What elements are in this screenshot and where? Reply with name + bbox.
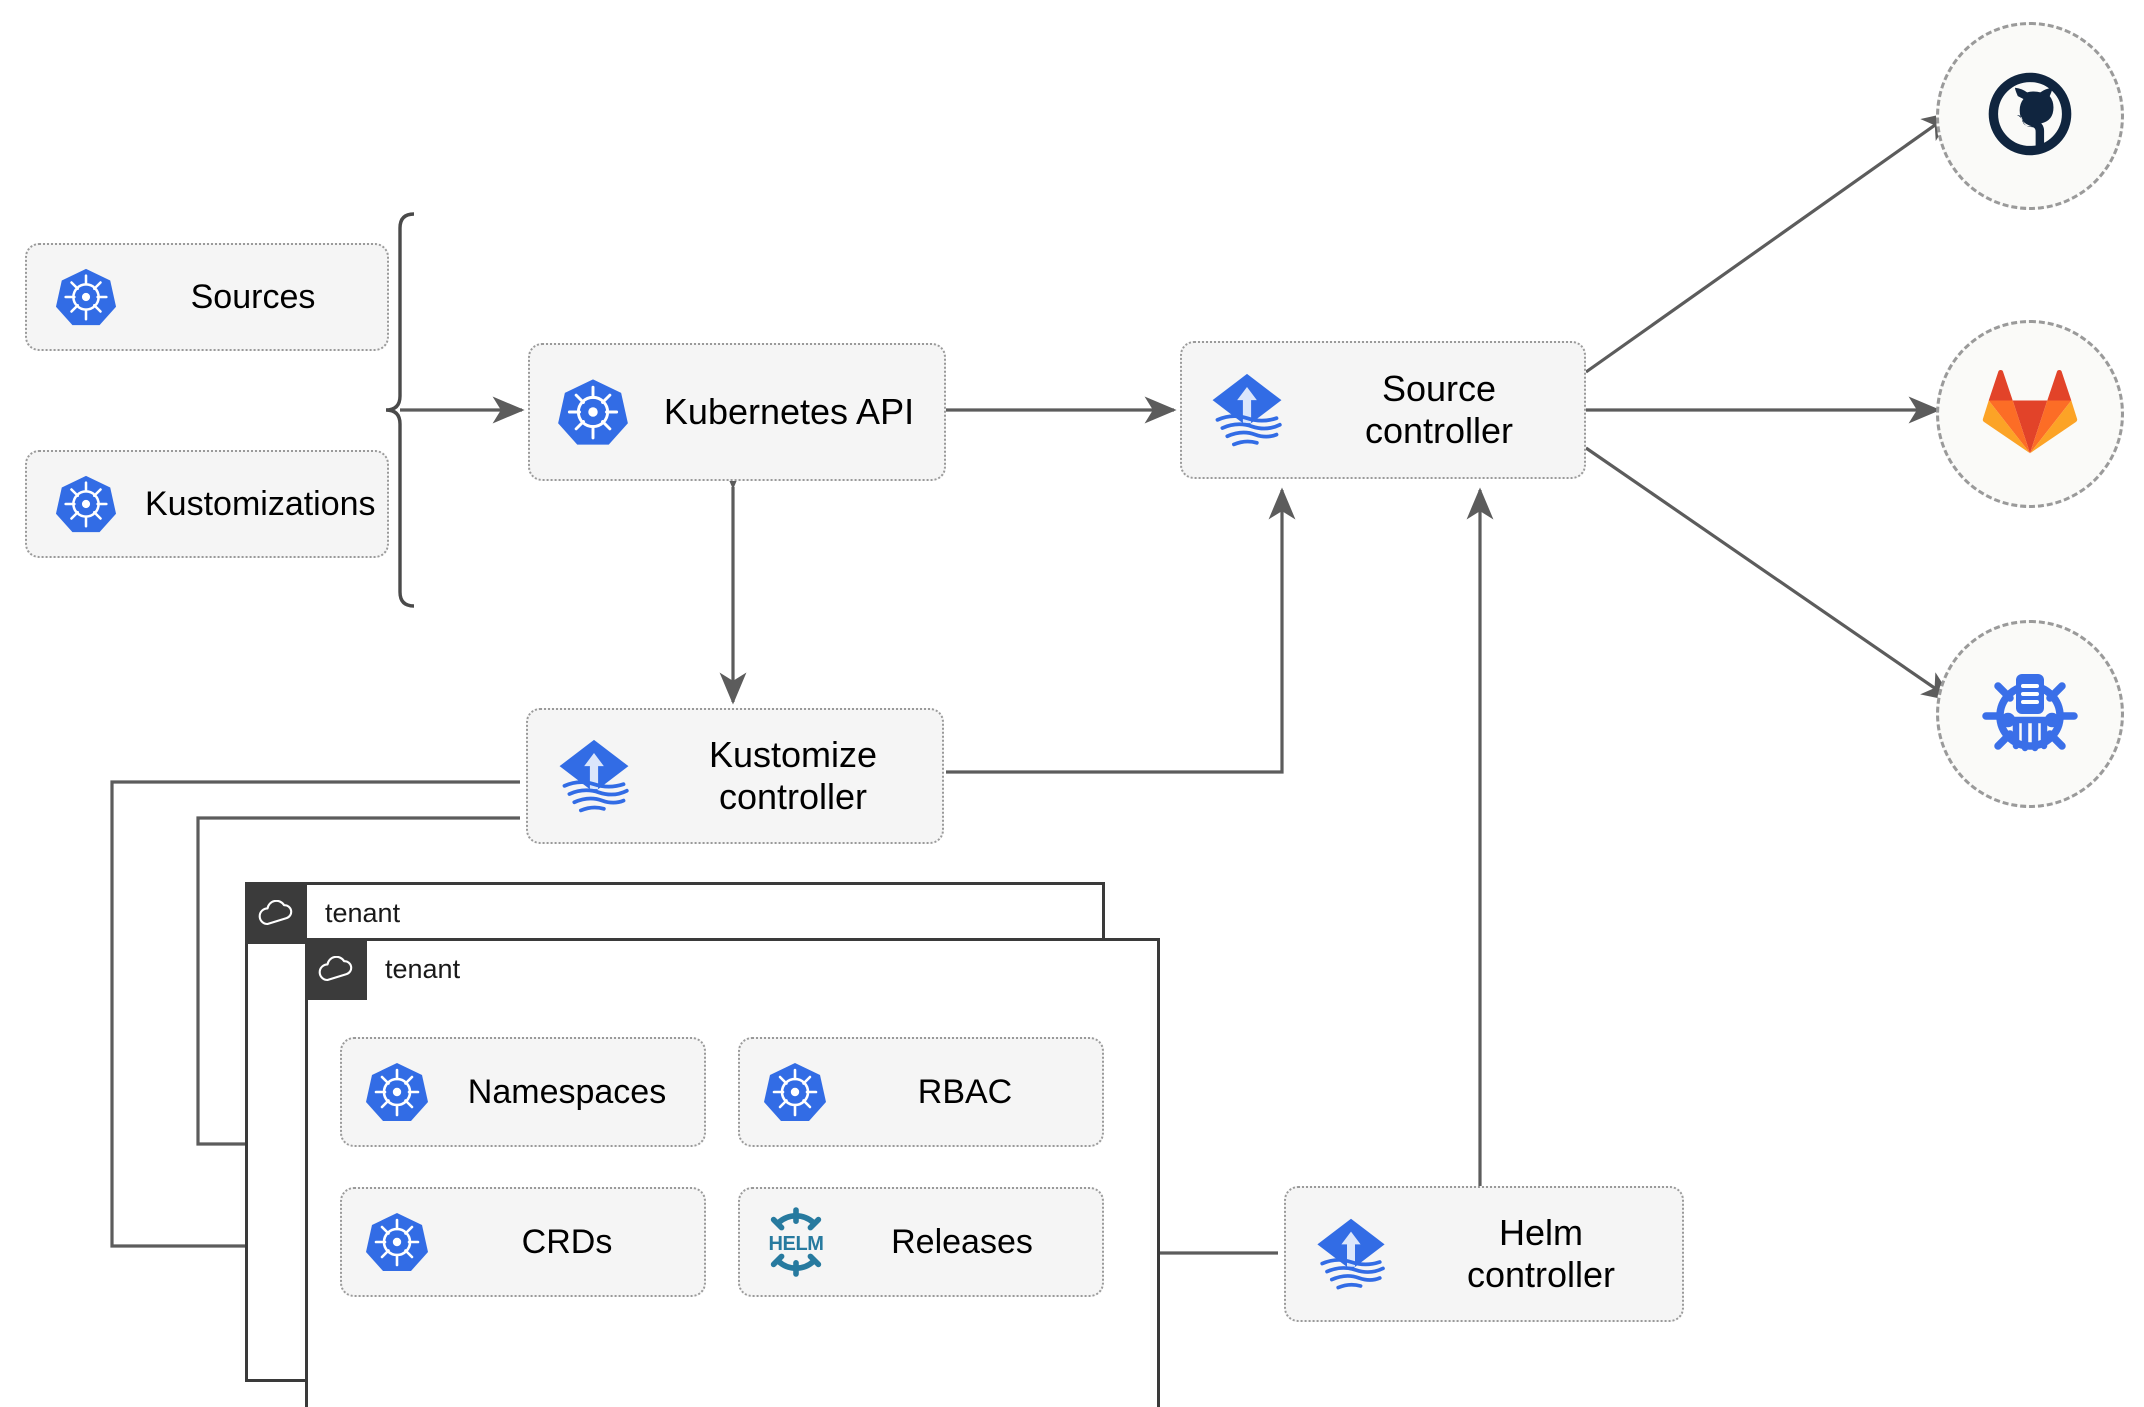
- kustomize-controller-line1: Kustomize: [708, 733, 878, 775]
- provider-github[interactable]: [1936, 22, 2124, 210]
- node-helm-controller-label: Helm controller: [1416, 1212, 1682, 1297]
- node-sources[interactable]: Sources: [25, 243, 389, 351]
- helm-icon: HELM: [740, 1205, 852, 1279]
- flux-icon: [528, 735, 660, 817]
- node-source-controller[interactable]: Source controller: [1180, 341, 1586, 479]
- node-rbac-label: RBAC: [917, 1072, 1013, 1111]
- provider-gitlab[interactable]: [1936, 320, 2124, 508]
- node-releases-label: Releases: [891, 1222, 1033, 1261]
- source-controller-line1: Source: [1381, 367, 1497, 409]
- node-kustomize-controller[interactable]: Kustomize controller: [526, 708, 944, 844]
- cloud-icon: [305, 938, 367, 1000]
- node-crds-label: CRDs: [521, 1222, 613, 1261]
- provider-helm-repository[interactable]: [1936, 620, 2124, 808]
- kubernetes-icon: [342, 1060, 452, 1124]
- node-helm-controller[interactable]: Helm controller: [1284, 1186, 1684, 1322]
- tenant-label-front: tenant: [385, 953, 461, 984]
- node-rbac[interactable]: RBAC: [738, 1037, 1104, 1147]
- node-source-controller-label: Source controller: [1312, 368, 1584, 453]
- kubernetes-icon: [342, 1210, 452, 1274]
- github-icon: [1984, 68, 2076, 165]
- svg-text:HELM: HELM: [768, 1233, 823, 1255]
- node-releases[interactable]: HELM Releases: [738, 1187, 1104, 1297]
- helm-repository-icon: [1980, 664, 2080, 765]
- tenant-tab-front: tenant: [305, 938, 460, 1000]
- node-kustomizations-label: Kustomizations: [145, 484, 376, 523]
- kubernetes-icon: [27, 266, 145, 328]
- helm-controller-line1: Helm: [1498, 1211, 1583, 1253]
- kustomize-controller-line2: controller: [718, 776, 868, 817]
- tenant-container-front: tenant: [305, 938, 1160, 1407]
- node-kubernetes-api-label: Kubernetes API: [663, 390, 915, 432]
- cloud-icon: [245, 882, 307, 944]
- flux-icon: [1286, 1214, 1416, 1294]
- node-kubernetes-api[interactable]: Kubernetes API: [528, 343, 946, 481]
- node-kustomizations[interactable]: Kustomizations: [25, 450, 389, 558]
- kubernetes-icon: [740, 1060, 850, 1124]
- helm-controller-line2: controller: [1466, 1254, 1616, 1295]
- node-crds[interactable]: CRDs: [340, 1187, 706, 1297]
- kubernetes-icon: [530, 376, 656, 448]
- source-controller-line2: controller: [1364, 410, 1514, 451]
- flux-icon: [1182, 369, 1312, 451]
- tenant-label-back: tenant: [325, 897, 401, 928]
- node-sources-label: Sources: [190, 277, 316, 316]
- node-namespaces[interactable]: Namespaces: [340, 1037, 706, 1147]
- node-kustomize-controller-label: Kustomize controller: [660, 734, 942, 819]
- node-namespaces-label: Namespaces: [467, 1072, 667, 1111]
- tenant-tab-back: tenant: [245, 882, 400, 944]
- kubernetes-icon: [27, 473, 145, 535]
- gitlab-icon: [1982, 366, 2078, 463]
